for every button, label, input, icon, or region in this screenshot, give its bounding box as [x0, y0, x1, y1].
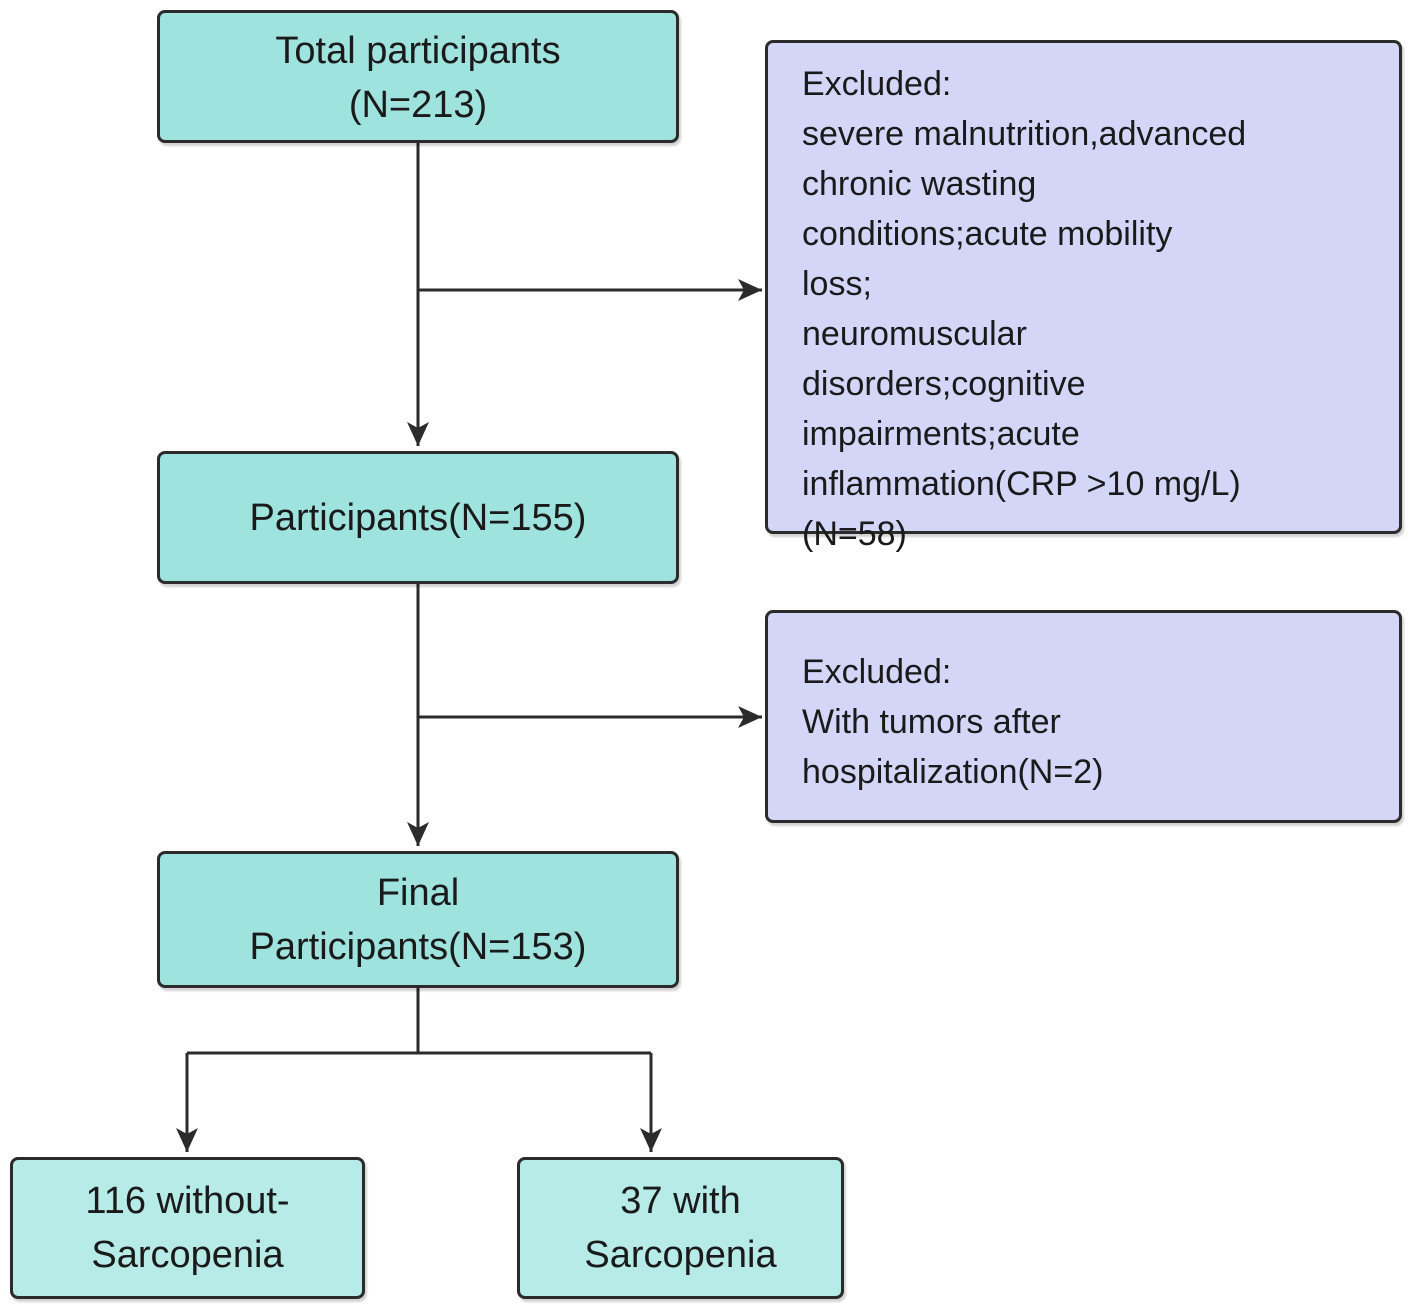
excluded-1-line-6: neuromuscular — [802, 315, 1027, 353]
excluded-2-line-3: hospitalization(N=2) — [802, 753, 1104, 791]
excluded-1-line-8: impairments;acute — [802, 415, 1080, 453]
excluded-1-line-7: disorders;cognitive — [802, 365, 1086, 403]
without-sarcopenia-box: 116 without- Sarcopenia — [10, 1157, 365, 1299]
excluded-1-line-1: Excluded: — [802, 65, 952, 103]
with-sarcopenia-label: Sarcopenia — [584, 1234, 777, 1276]
excluded-box-2: Excluded: With tumors after hospitalizat… — [765, 610, 1402, 823]
excluded-1-line-2: severe malnutrition,advanced — [802, 115, 1247, 153]
excluded-1-line-4: conditions;acute mobility — [802, 215, 1173, 253]
without-sarcopenia-count: 116 without- — [85, 1180, 290, 1222]
participants-box: Participants(N=155) — [157, 451, 679, 584]
excluded-1-line-10: (N=58) — [802, 515, 907, 553]
excluded-2-line-1: Excluded: — [802, 653, 952, 691]
participants-label: Participants(N=155) — [249, 496, 587, 539]
excluded-1-line-3: chronic wasting — [802, 165, 1037, 203]
final-participants-count: Participants(N=153) — [249, 925, 587, 968]
excluded-1-line-5: loss; — [802, 265, 872, 303]
total-participants-count: (N=213) — [348, 83, 488, 126]
final-participants-label: Final — [376, 871, 460, 914]
excluded-1-line-9: inflammation(CRP >10 mg/L) — [802, 465, 1241, 503]
total-participants-label: Total participants — [275, 29, 561, 72]
excluded-box-1: Excluded: severe malnutrition,advanced c… — [765, 40, 1402, 553]
without-sarcopenia-label: Sarcopenia — [91, 1234, 284, 1276]
with-sarcopenia-count: 37 with — [620, 1180, 741, 1222]
final-participants-box: Final Participants(N=153) — [157, 851, 679, 988]
total-participants-box: Total participants (N=213) — [157, 10, 679, 143]
excluded-2-line-2: With tumors after — [802, 703, 1061, 741]
with-sarcopenia-box: 37 with Sarcopenia — [517, 1157, 844, 1299]
